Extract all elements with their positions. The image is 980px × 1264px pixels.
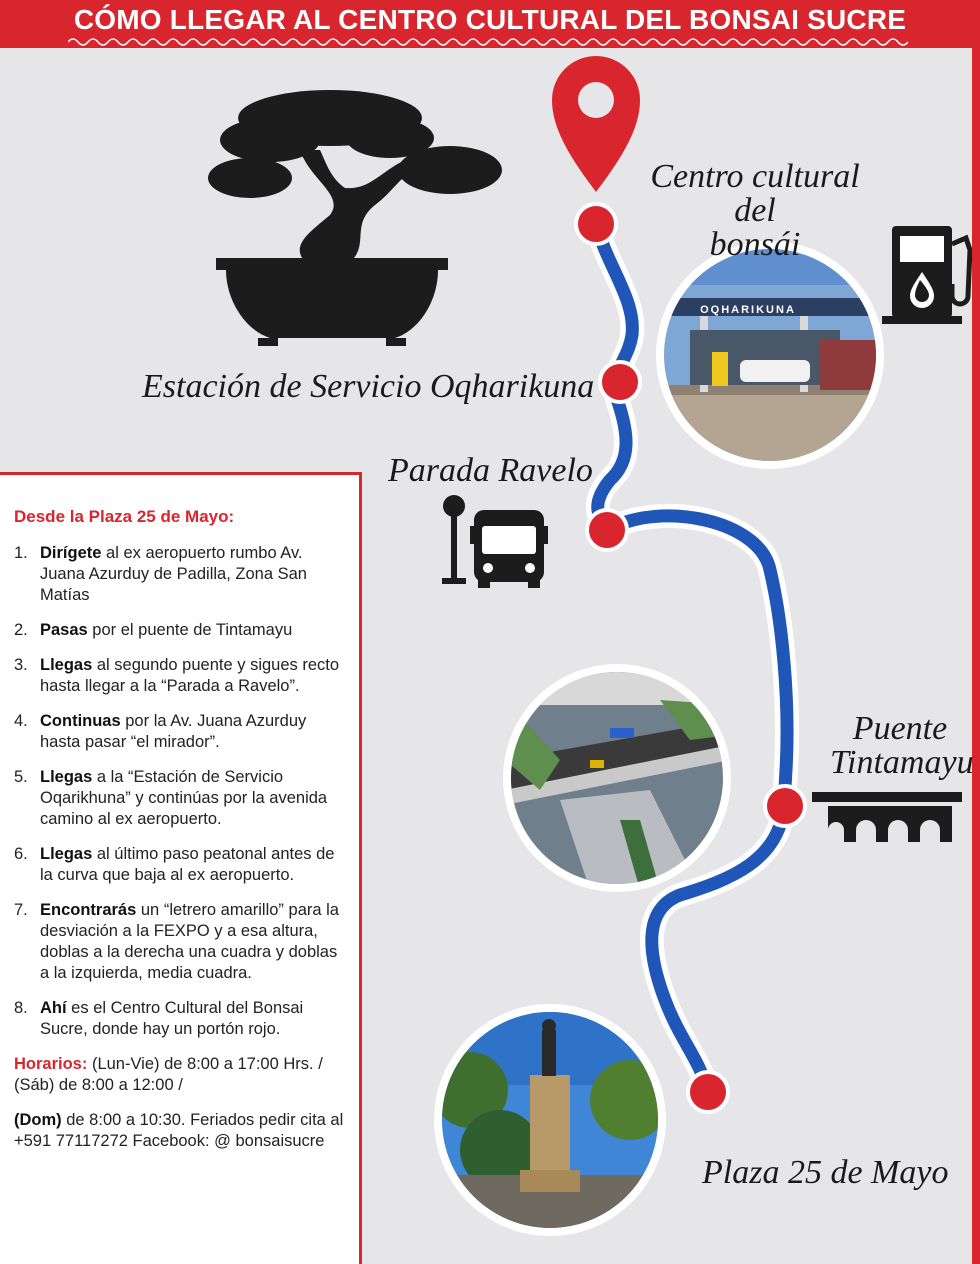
step-number: 5. [14, 768, 28, 786]
directions-panel: Desde la Plaza 25 de Mayo: 1. Dirígete al… [0, 472, 362, 1264]
direction-step: 7. Encontrarás un “letrero amarillo” para… [14, 900, 345, 984]
direction-step: 4. Continuas por la Av. Juana Azurduy has… [14, 711, 345, 753]
step-verb: Continuas [40, 712, 121, 730]
fuel-pump-icon [882, 226, 972, 324]
step-text: es el Centro Cultural del Bonsai Sucre, … [40, 999, 304, 1038]
step-text: al último paso peatonal antes de la curv… [40, 845, 335, 884]
map-pin-icon [552, 56, 640, 192]
step-verb: Pasas [40, 621, 88, 639]
direction-step: 3. Llegas al segundo puente y sigues rect… [14, 655, 345, 697]
right-border [972, 48, 980, 1264]
photo-plaza [434, 1004, 666, 1236]
directions-heading: Desde la Plaza 25 de Mayo: [14, 507, 235, 526]
hours-label: Horarios: [14, 1055, 88, 1073]
stop-estacion [598, 360, 642, 404]
wave-divider [68, 38, 909, 46]
label-centro-cultural: Centro cultural del bonsái [628, 160, 882, 262]
label-centro-line1: Centro cultural del [650, 158, 860, 229]
directions-list: 1. Dirígete al ex aeropuerto rumbo Av. Ju… [14, 543, 345, 1040]
sunday-info: (Dom) de 8:00 a 10:30. Feriados pedir ci… [14, 1110, 345, 1152]
stop-parada [585, 508, 629, 552]
direction-step: 6. Llegas al último paso peatonal antes d… [14, 844, 345, 886]
step-text: por el puente de Tintamayu [87, 621, 293, 639]
direction-step: 5. Llegas a la “Estación de Servicio Oqar… [14, 767, 345, 830]
step-number: 7. [14, 901, 28, 919]
step-number: 2. [14, 621, 28, 639]
step-text: al ex aeropuerto rumbo Av. Juana Azurduy… [40, 544, 307, 604]
sunday-label: (Dom) [14, 1111, 62, 1129]
step-number: 6. [14, 845, 28, 863]
hours-text: (Lun-Vie) de 8:00 a 17:00 Hrs. / (Sáb) d… [14, 1055, 323, 1094]
photo-gas-station: OQHARIKUNA [656, 241, 884, 469]
direction-step: 2. Pasas por el puente de Tintamayu [14, 620, 345, 641]
step-verb: Dirígete [40, 544, 102, 562]
bus-stop-icon [442, 495, 548, 588]
direction-step: 1. Dirígete al ex aeropuerto rumbo Av. Ju… [14, 543, 345, 606]
stop-centro [574, 202, 618, 246]
step-verb: Llegas [40, 656, 93, 674]
hours-info: Horarios: (Lun-Vie) de 8:00 a 17:00 Hrs.… [14, 1054, 345, 1096]
step-text: al segundo puente y sigues recto hasta l… [40, 656, 340, 695]
sunday-text: de 8:00 a 10:30. Feriados pedir cita al … [14, 1111, 344, 1150]
label-puente: Puente Tintamayu [830, 710, 974, 781]
photo-sign-text: OQHARIKUNA [700, 304, 796, 316]
step-number: 8. [14, 999, 28, 1017]
step-text: un “letrero amarillo” para la desviación… [40, 901, 339, 982]
step-number: 4. [14, 712, 28, 730]
page-title: CÓMO LLEGAR AL CENTRO CULTURAL DEL BONSA… [73, 4, 907, 35]
step-number: 3. [14, 656, 28, 674]
bridge-icon [812, 792, 962, 842]
step-verb: Llegas [40, 768, 93, 786]
step-number: 1. [14, 544, 28, 562]
stop-puente [763, 784, 807, 828]
photo-bridge-render [503, 664, 731, 892]
step-verb: Encontrarás [40, 901, 137, 919]
step-verb: Llegas [40, 845, 93, 863]
label-puente-line1: Puente [852, 710, 948, 747]
stop-plaza [686, 1070, 730, 1114]
direction-step: 8. Ahí es el Centro Cultural del Bonsai S… [14, 998, 345, 1040]
route-map: OQHARIKUNA [208, 56, 972, 1236]
label-plaza: Plaza 25 de Mayo [702, 1154, 949, 1191]
label-parada: Parada Ravelo [388, 452, 593, 489]
label-centro-line2: bonsái [709, 226, 801, 263]
label-estacion: Estación de Servicio Oqharikuna [142, 368, 595, 405]
label-puente-line2: Tintamayu [830, 744, 974, 781]
step-verb: Ahí [40, 999, 67, 1017]
bonsai-icon [208, 90, 502, 346]
step-text: por la Av. Juana Azurduy hasta pasar “el… [40, 712, 307, 751]
step-text: a la “Estación de Servicio Oqarikhuna” y… [40, 768, 328, 828]
title-banner: CÓMO LLEGAR AL CENTRO CULTURAL DEL BONSA… [0, 0, 980, 48]
